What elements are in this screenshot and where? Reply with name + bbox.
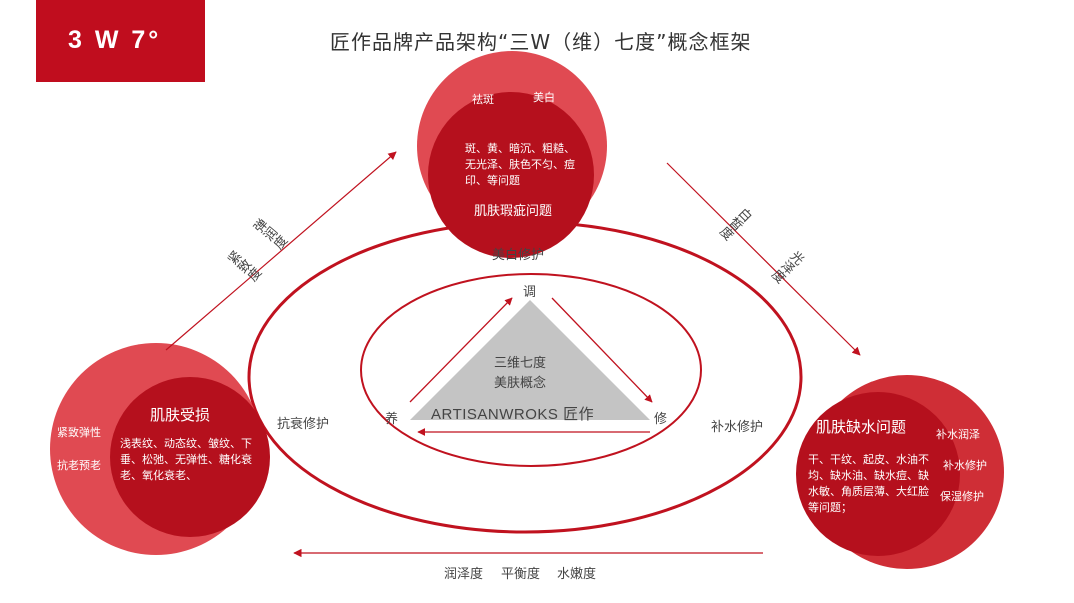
label-shuinen: 水嫩度 xyxy=(557,567,597,582)
top-inner-circle xyxy=(428,92,594,258)
label-pingheng: 平衡度 xyxy=(501,567,541,582)
left-inner-circle xyxy=(110,377,270,537)
triangle-line-2: 美肤概念 xyxy=(494,376,547,391)
page-title: 匠作品牌产品架构“三W（维）七度”概念框架 xyxy=(330,30,752,54)
right-circle-name: 肌肤缺水问题 xyxy=(816,418,907,436)
triangle-line-1: 三维七度 xyxy=(494,356,547,371)
left-issues-text: 浅表纹、动态纹、皱纹、下垂、松弛、无弹性、糖化衰老、氧化衰老、 xyxy=(120,437,252,482)
right-issues-text: 干、干纹、起皮、水油不均、缺水油、缺水痘、缺水敏、角质层薄、大红脸等问题； xyxy=(808,453,929,514)
vertex-yang: 养 xyxy=(385,412,399,427)
label-runze: 润泽度 xyxy=(444,567,484,582)
top-circle-name: 肌肤瑕疵问题 xyxy=(474,204,553,219)
tag-bushui-runze: 补水润泽 xyxy=(936,428,980,441)
right-inner-circle xyxy=(796,392,960,556)
arrow-yang-to-tiao xyxy=(409,297,513,403)
logo-box: 3 W 7° xyxy=(36,0,205,82)
center-triangle xyxy=(410,300,650,420)
logo-text: 3 W 7° xyxy=(68,26,162,54)
arrow-left-to-top xyxy=(165,151,397,351)
top-issues-text: 斑、黄、暗沉、粗糙、无光泽、肤色不匀、痘印、等问题 xyxy=(465,142,575,187)
tag-jinzhi: 紧致弹性 xyxy=(57,426,101,439)
vertex-xiu: 修 xyxy=(654,412,668,427)
triangle-brand: ARTISANWROKS 匠作 xyxy=(431,406,595,423)
label-kangshuai-xiuhu: 抗衰修护 xyxy=(277,417,330,432)
tag-meibai: 美白 xyxy=(533,91,555,104)
tag-baoshi-xiuhu: 保湿修护 xyxy=(940,490,984,503)
label-meibai-xiuhu: 美白修护 xyxy=(492,248,545,263)
tag-bushui-xiuhu: 补水修护 xyxy=(943,459,987,472)
tag-quban: 祛斑 xyxy=(472,93,494,106)
arrow-top-to-right xyxy=(666,162,861,356)
left-circle-name: 肌肤受损 xyxy=(150,406,211,424)
inner-ellipse xyxy=(360,273,702,467)
vertex-tiao: 调 xyxy=(523,285,537,300)
arrow-tiao-to-xiu xyxy=(551,297,653,403)
tag-kanglao: 抗老预老 xyxy=(57,459,101,472)
label-bushui-xiuhu: 补水修护 xyxy=(711,420,764,435)
